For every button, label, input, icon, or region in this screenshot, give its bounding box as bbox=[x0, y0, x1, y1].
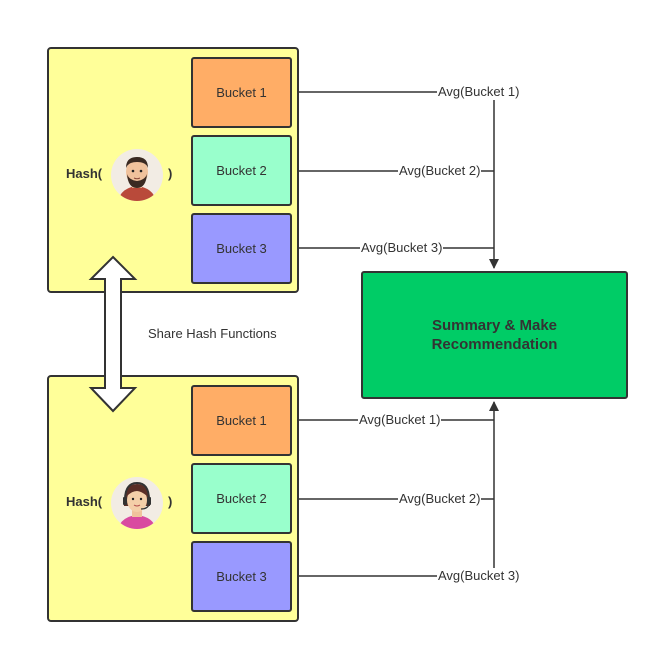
top-hash-open-label: Hash( bbox=[66, 166, 103, 181]
share-double-arrow-lower-icon bbox=[88, 365, 138, 413]
bottom-avg-bucket-3: Avg(Bucket 3) bbox=[437, 568, 521, 584]
bottom-bucket-2: Bucket 2 bbox=[191, 463, 292, 534]
top-bucket-1: Bucket 1 bbox=[191, 57, 292, 128]
top-hash-close-label: ) bbox=[168, 166, 173, 181]
bottom-bucket-3: Bucket 3 bbox=[191, 541, 292, 612]
top-avg-bucket-3: Avg(Bucket 3) bbox=[360, 240, 444, 256]
summary-recommendation-box: Summary & Make Recommendation bbox=[361, 271, 628, 399]
bottom-avg-bucket-1: Avg(Bucket 1) bbox=[358, 412, 442, 428]
top-bucket-2: Bucket 2 bbox=[191, 135, 292, 206]
top-avg-bucket-2: Avg(Bucket 2) bbox=[398, 163, 482, 179]
woman-headset-avatar-icon bbox=[111, 477, 163, 529]
summary-line-2: Recommendation bbox=[431, 336, 558, 353]
bottom-hash-close-label: ) bbox=[168, 494, 173, 509]
bottom-hash-open-label: Hash( bbox=[66, 494, 103, 509]
summary-line-1: Summary & Make bbox=[431, 317, 558, 334]
top-bucket-3: Bucket 3 bbox=[191, 213, 292, 284]
share-hash-functions-label: Share Hash Functions bbox=[148, 326, 277, 341]
bottom-bucket-1: Bucket 1 bbox=[191, 385, 292, 456]
man-avatar-icon bbox=[111, 149, 163, 201]
bottom-avg-bucket-2: Avg(Bucket 2) bbox=[398, 491, 482, 507]
top-avg-bucket-1: Avg(Bucket 1) bbox=[437, 84, 521, 100]
